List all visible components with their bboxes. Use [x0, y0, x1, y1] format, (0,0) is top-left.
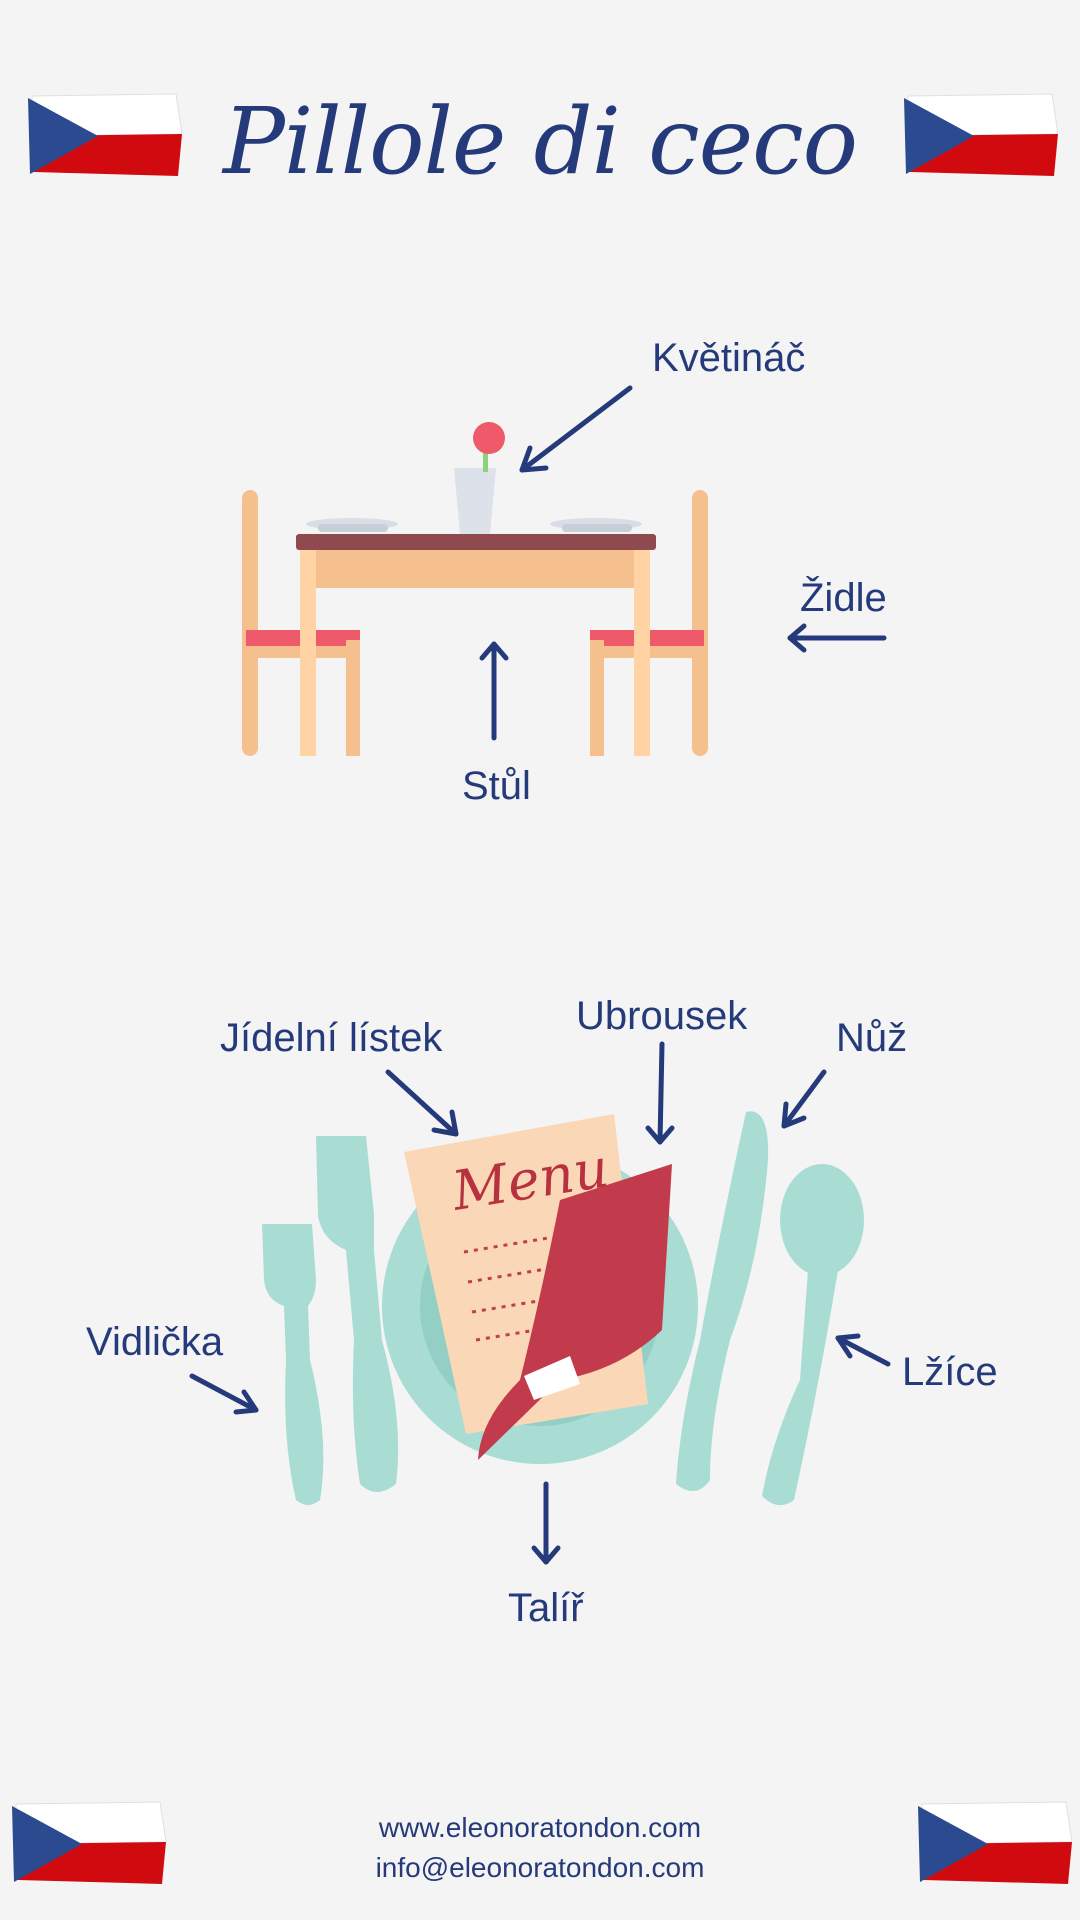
email-link[interactable]: info@eleonoratondon.com	[375, 1852, 705, 1883]
czech-flag-icon	[28, 93, 183, 176]
czech-flag-icon	[12, 1801, 167, 1884]
chair-label: Židle	[800, 576, 887, 620]
czech-flag-icon	[918, 1801, 1073, 1884]
fork-label: Vidlička	[86, 1320, 224, 1364]
page-title: Pillole di ceco	[222, 88, 858, 195]
czech-flag-icon	[904, 93, 1059, 176]
table-label: Stůl	[462, 764, 531, 808]
plate-label: Talíř	[508, 1586, 584, 1630]
knife-label: Nůž	[836, 1016, 908, 1060]
vase-label: Květináč	[652, 336, 806, 380]
website-link[interactable]: www.eleonoratondon.com	[378, 1812, 702, 1843]
napkin-label: Ubrousek	[576, 994, 748, 1038]
spoon-label: Lžíce	[902, 1350, 998, 1394]
menu-label: Jídelní lístek	[220, 1016, 443, 1060]
